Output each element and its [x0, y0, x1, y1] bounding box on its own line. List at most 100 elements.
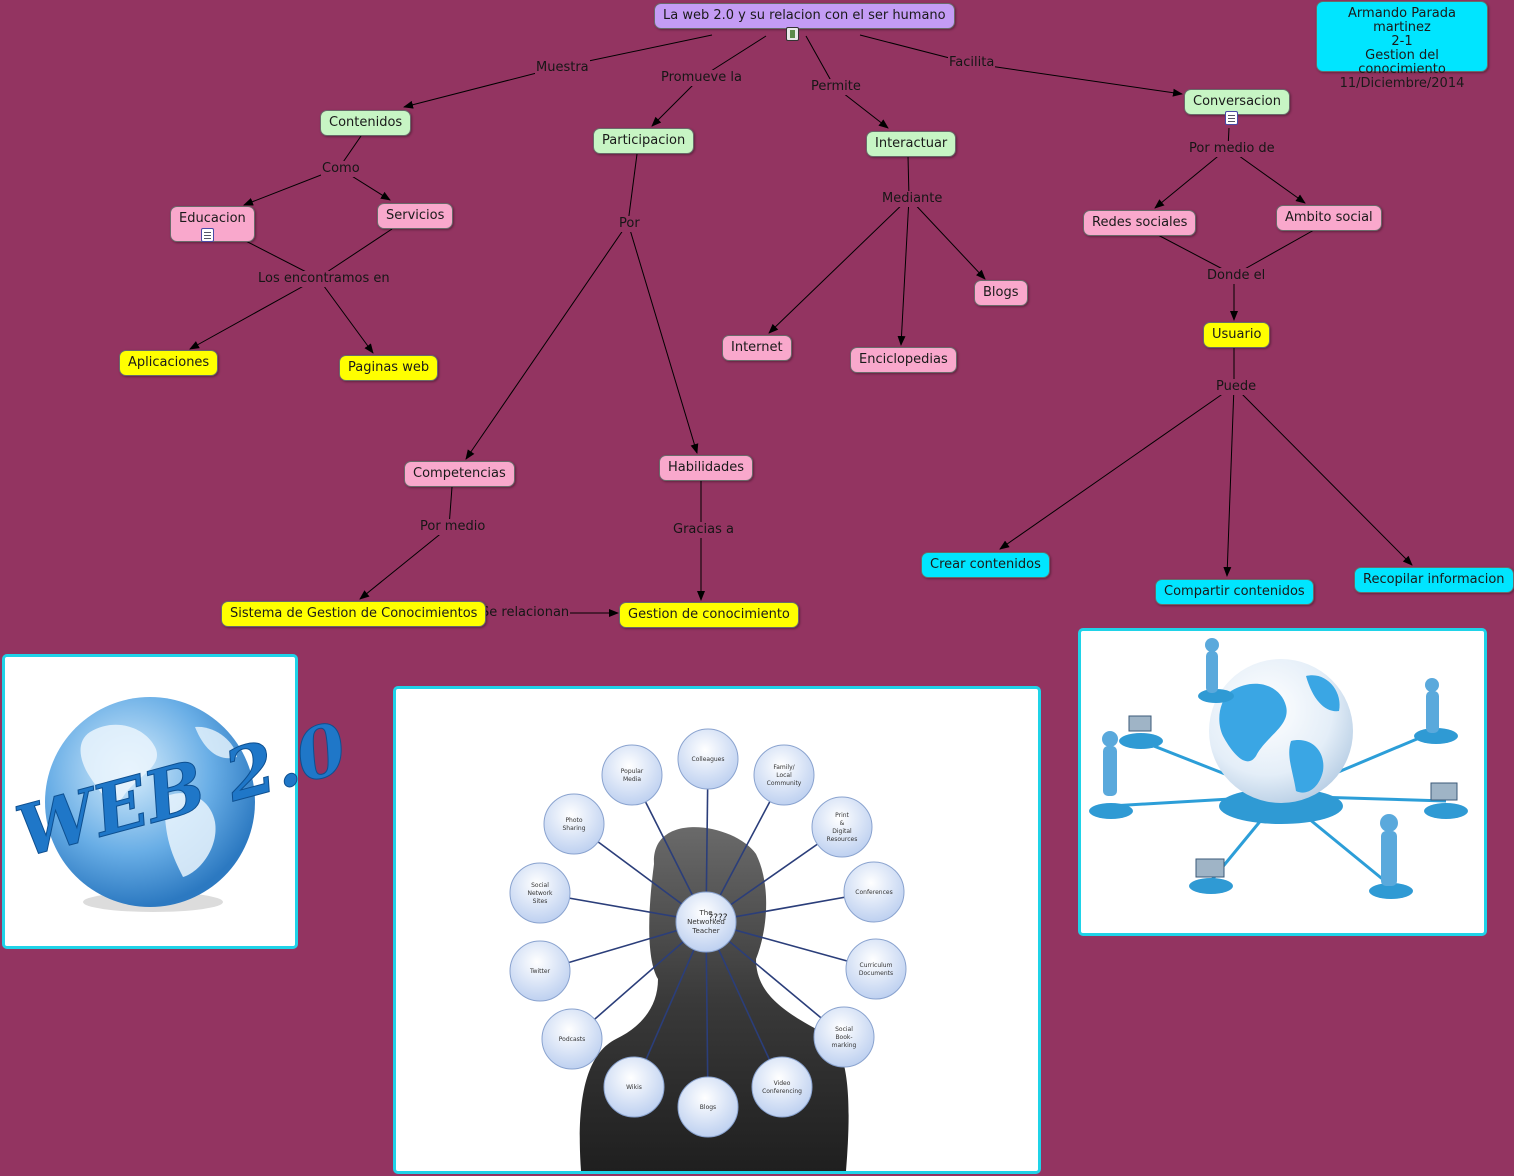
line-pormediode-redes	[1154, 147, 1229, 209]
concept-aplicaciones[interactable]: Aplicaciones	[119, 350, 219, 376]
line-mediante-blogs	[908, 197, 986, 280]
concept-recopilar-informacion[interactable]: Recopilar informacion	[1354, 567, 1514, 593]
line-puede-recopilar	[1233, 385, 1413, 566]
line-mediante-enciclopedias	[897, 197, 910, 346]
network-spoke-label: Blogs	[700, 1104, 716, 1111]
link-label-permite: Permite	[810, 79, 862, 95]
video-attachment-icon[interactable]	[786, 27, 799, 41]
link-label-encontramos: Los encontramos en	[257, 271, 391, 287]
network-spoke-label: Colleagues	[692, 756, 725, 763]
network-spoke-label: Podcasts	[559, 1036, 585, 1043]
line-por-competencias	[465, 222, 629, 460]
line-participacion-por	[627, 153, 638, 224]
concept-internet[interactable]: Internet	[722, 335, 792, 361]
date: 11/Diciembre/2014	[1339, 76, 1465, 91]
concept-paginas-web[interactable]: Paginas web	[339, 355, 439, 381]
concept-sistema-gestion[interactable]: Sistema de Gestion de Conocimientos	[221, 601, 487, 627]
network-spoke-label: Wikis	[626, 1084, 642, 1091]
network-spoke-bubble	[813, 1006, 875, 1068]
concept-contenidos[interactable]: Contenidos	[320, 110, 412, 136]
line-pormediode-ambito	[1227, 147, 1306, 204]
author-name: Armando Parada martinez	[1348, 6, 1456, 35]
line-encontramos-aplicaciones	[189, 277, 319, 350]
line-muestra-contenidos	[403, 66, 561, 109]
link-label-puede: Puede	[1215, 379, 1258, 395]
network-center-mark: ????	[708, 913, 727, 923]
course-name: Gestion del conocimiento	[1358, 48, 1446, 77]
web20-globe-image[interactable]: WEB 2.0	[2, 654, 356, 949]
line-facilita-conversacion	[968, 62, 1183, 97]
link-label-donde-el: Donde el	[1206, 268, 1267, 284]
concept-gestion-conocimiento[interactable]: Gestion de conocimiento	[619, 602, 799, 628]
line-root-permite	[805, 35, 835, 87]
network-spoke-bubble	[509, 862, 571, 924]
line-mediante-internet	[768, 197, 910, 334]
author-info-box[interactable]: Armando Parada martinez 2-1 Gestion del …	[1316, 1, 1488, 91]
concept-root[interactable]: La web 2.0 y su relacion con el ser huma…	[654, 3, 955, 29]
link-label-gracias: Gracias a	[672, 522, 735, 538]
concept-interactuar[interactable]: Interactuar	[866, 131, 957, 157]
concept-redes-sociales[interactable]: Redes sociales	[1083, 210, 1197, 236]
link-label-por-medio-de: Por medio de	[1188, 141, 1276, 157]
link-label-promueve: Promueve la	[660, 70, 743, 86]
network-globe-image[interactable]	[1078, 628, 1487, 936]
line-puede-crear	[999, 385, 1235, 550]
line-pormedio-sistema	[359, 526, 450, 600]
concept-habilidades[interactable]: Habilidades	[659, 455, 754, 481]
concept-crear-contenidos[interactable]: Crear contenidos	[921, 552, 1050, 578]
network-globe-illustration	[1089, 638, 1468, 899]
concept-ambito-social[interactable]: Ambito social	[1276, 205, 1382, 231]
concept-participacion[interactable]: Participacion	[593, 128, 695, 154]
concept-compartir-contenidos[interactable]: Compartir contenidos	[1155, 579, 1314, 605]
link-label-mediante: Mediante	[881, 191, 944, 207]
note-attachment-icon[interactable]	[201, 228, 214, 242]
network-spoke-label: Twitter	[529, 968, 551, 975]
concept-conversacion[interactable]: Conversacion	[1184, 89, 1290, 115]
line-ambito-dondeel	[1233, 229, 1315, 276]
network-spoke-bubble	[753, 744, 815, 806]
concept-usuario[interactable]: Usuario	[1203, 322, 1271, 348]
network-spoke-bubble	[541, 1008, 603, 1070]
network-spoke-bubble	[845, 938, 907, 1000]
network-center-bubble	[675, 891, 737, 953]
network-spoke-bubble	[543, 793, 605, 855]
concept-servicios[interactable]: Servicios	[377, 203, 454, 229]
link-label-facilita: Facilita	[948, 55, 996, 71]
network-spoke-bubble	[509, 940, 571, 1002]
concept-blogs[interactable]: Blogs	[974, 280, 1028, 306]
globe-illustration: WEB 2.0	[7, 697, 356, 912]
line-promueve-participacion	[651, 77, 701, 127]
network-spoke-bubble	[751, 1056, 813, 1118]
note-attachment-icon[interactable]	[1225, 111, 1238, 125]
concept-enciclopedias[interactable]: Enciclopedias	[850, 347, 957, 373]
line-puede-compartir	[1223, 385, 1235, 577]
network-spoke-bubble	[811, 796, 873, 858]
network-spoke-line	[705, 921, 709, 1108]
network-spoke-bubble	[677, 1076, 739, 1138]
group: 2-1	[1391, 34, 1413, 49]
link-label-por-medio: Por medio	[419, 519, 487, 535]
line-por-habilidades	[627, 222, 699, 454]
link-label-por: Por	[618, 216, 641, 232]
link-label-muestra: Muestra	[535, 60, 590, 76]
line-encontramos-paginas	[317, 277, 374, 354]
line-servicios-encontramos	[317, 228, 393, 279]
link-label-relacionan: Se relacionan	[480, 605, 571, 621]
link-label-como: Como	[321, 161, 361, 177]
network-spoke-bubble	[601, 744, 663, 806]
concept-competencias[interactable]: Competencias	[404, 461, 515, 487]
network-spoke-bubble	[603, 1056, 665, 1118]
network-spoke-bubble	[843, 861, 905, 923]
